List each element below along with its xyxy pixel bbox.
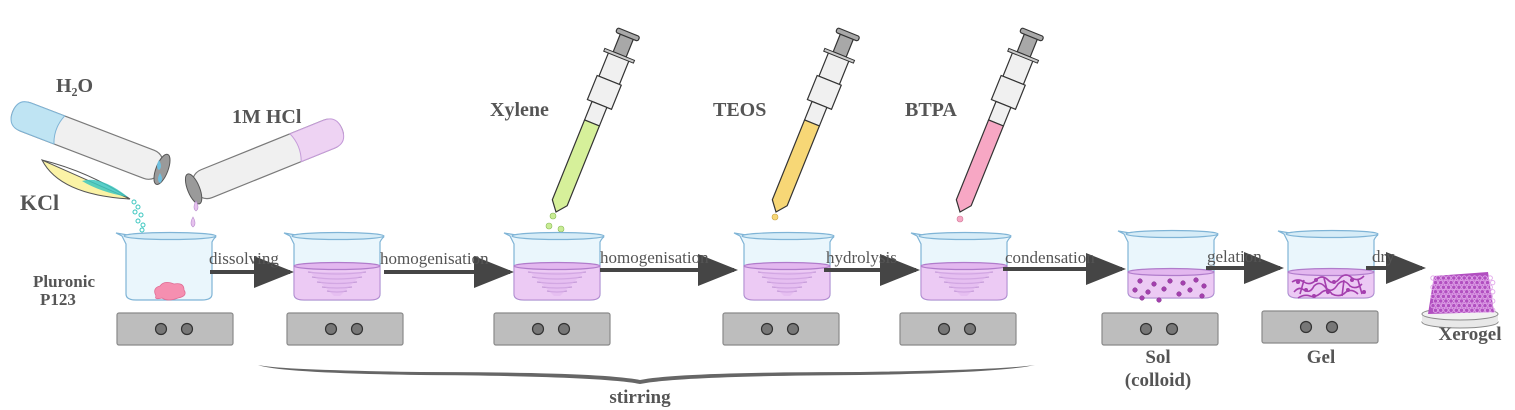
btpa-syringe [955,27,1044,213]
xylene-label: Xylene [490,99,549,121]
beaker-gel [1277,229,1379,299]
hcl-cylinder [184,118,345,205]
gel-label: Gel [1307,347,1336,368]
stirrer-plate-4 [722,312,840,346]
water-label: H₂O [56,75,93,97]
water-drop [158,173,162,183]
beaker-3 [503,231,605,301]
teos-syringe [771,27,860,213]
stirrer-plate-6 [1101,312,1219,346]
hcl-label: 1M HCl [232,106,302,128]
xylene-drop [545,222,553,230]
kcl-dish [40,158,146,233]
stirrer-plate-2 [286,312,404,346]
beaker-2 [283,231,385,301]
sol-label-line1: Sol [1145,347,1170,368]
pluronic-label-line1: Pluronic [33,272,95,291]
step-label-dry: dry [1372,247,1395,266]
stirring-brace [258,365,1035,384]
xerogel-beads [1430,275,1496,313]
step-label-dissolving: dissolving [209,249,279,268]
xylene-syringe [551,27,640,213]
step-label-gelation: gelation [1207,247,1262,266]
sol-label-line2: (colloid) [1125,370,1192,391]
step-label-condensation: condensation [1005,248,1095,267]
step-label-homogenisation-2: homogenisation [600,248,709,267]
teos-label: TEOS [713,99,766,121]
step-label-homogenisation-1: homogenisation [380,249,489,268]
teos-drop [771,213,779,221]
stirrer-plate-1 [116,312,234,346]
beaker-1 [115,231,217,301]
water-drop [157,160,161,170]
xylene-drop [549,212,557,220]
hcl-drop [193,200,199,212]
xerogel-label: Xerogel [1439,324,1502,345]
beaker-sol [1117,229,1219,303]
pluronic-label-line2: P123 [40,290,76,309]
step-label-hydrolysis: hydrolysis [826,248,897,267]
stirrer-plate-5 [899,312,1017,346]
btpa-drop [956,215,964,223]
water-cylinder [10,101,171,185]
colloid-particles [1132,277,1207,303]
stirrer-plate-7 [1261,310,1379,344]
stirrer-plate-3 [493,312,611,346]
hcl-drop [190,216,196,228]
beaker-5 [910,231,1012,301]
stirring-label: stirring [609,387,671,408]
xerogel-dish [1421,272,1499,329]
kcl-label: KCl [20,190,59,215]
beaker-4 [733,231,835,301]
btpa-label: BTPA [905,99,957,121]
xylene-drop [557,225,565,233]
